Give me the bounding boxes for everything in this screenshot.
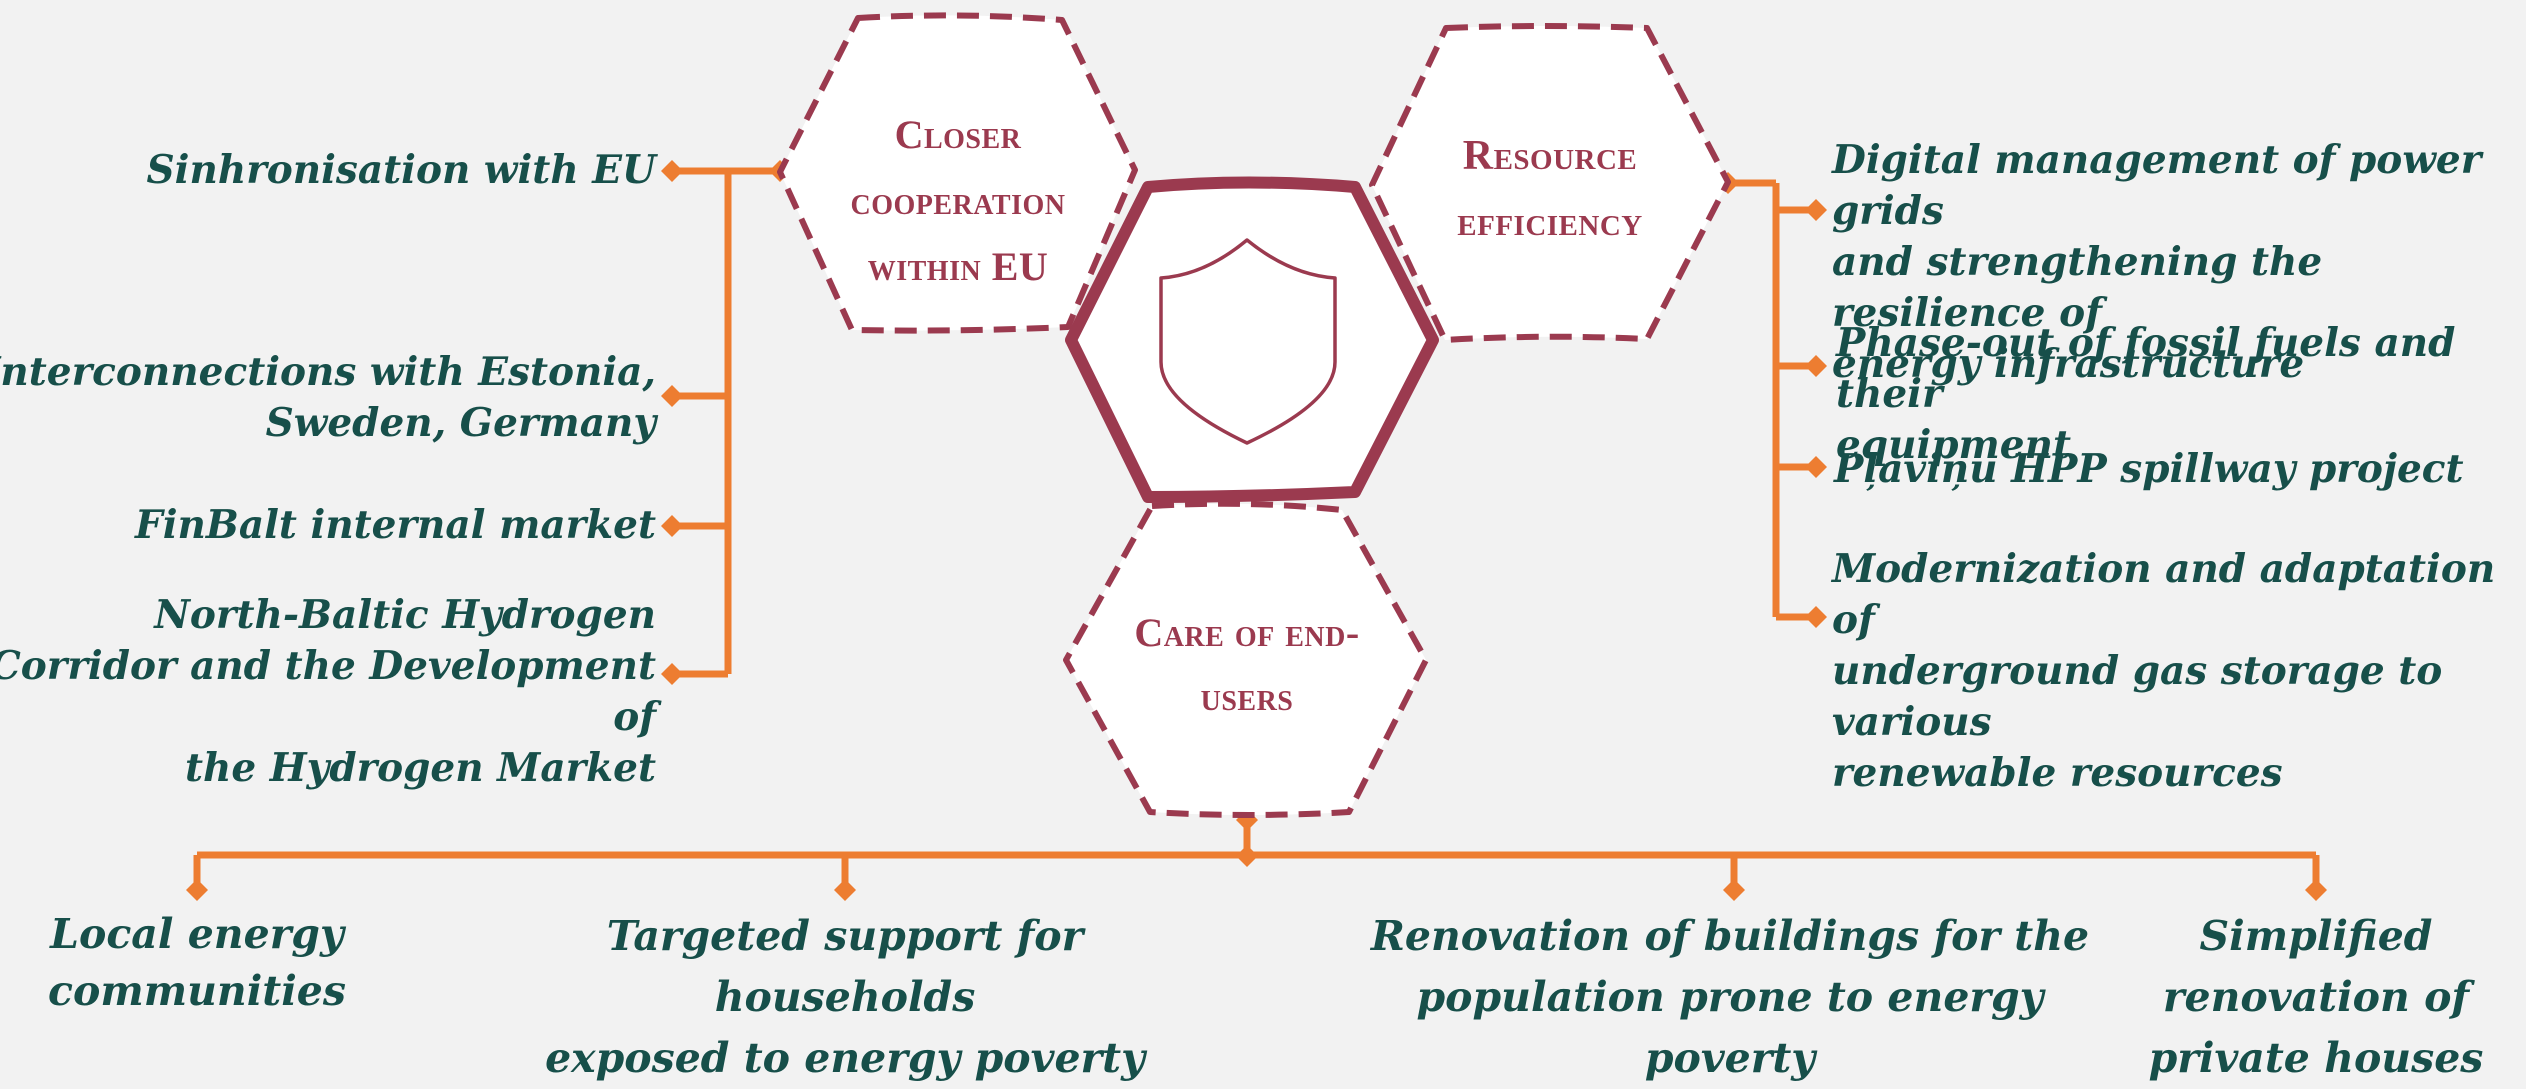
- right-connector-markers: [1717, 172, 1827, 628]
- right-marker-2: [1805, 355, 1827, 377]
- hexagon-resource-efficiency: [1369, 23, 1731, 343]
- right-marker-3: [1805, 456, 1827, 478]
- bottom-item-simplified-renovation: Simplified renovation of private houses: [2148, 912, 2484, 1082]
- hexagon-label-care-of-end-users: Care of end- users: [1134, 610, 1360, 719]
- bottom-item-renovation-buildings: Renovation of buildings for the populati…: [1370, 912, 2090, 1082]
- left-item-interconnections: Interconnections with Estonia, Sweden, G…: [0, 349, 656, 446]
- hexagon-care-of-end-users: [1063, 500, 1429, 818]
- shield-icon: [1159, 238, 1337, 445]
- bottom-connector: [193, 815, 2320, 888]
- left-marker-2: [661, 385, 683, 407]
- bottom-marker-junction: [1236, 845, 1258, 867]
- right-item-digital-management: Digital management of power grids and st…: [1832, 137, 2482, 387]
- bottom-marker-2: [834, 879, 856, 901]
- right-marker-4: [1805, 606, 1827, 628]
- hexagon-label-resource-efficiency: Resource efficiency: [1457, 133, 1643, 245]
- bottom-connector-markers: [186, 809, 2327, 901]
- bottom-marker-1: [186, 879, 208, 901]
- hexagon-label-closer-cooperation: Closer cooperation within EU: [850, 112, 1066, 289]
- left-item-finbalt: FinBalt internal market: [135, 502, 656, 548]
- bottom-item-local-energy: Local energy communities: [48, 910, 346, 1015]
- left-item-hydrogen: North-Baltic Hydrogen Corridor and the D…: [0, 592, 656, 791]
- left-marker-4: [661, 663, 683, 685]
- right-item-plavinu: Pļaviņu HPP spillway project: [1834, 446, 2464, 492]
- right-connector: [1728, 179, 1816, 621]
- right-item-phase-out: Phase-out of fossil fuels and their equi…: [1836, 320, 2456, 468]
- hexagon-closer-cooperation: [777, 12, 1138, 334]
- left-marker-1: [661, 160, 683, 182]
- right-marker-1: [1805, 199, 1827, 221]
- hexagon-center: [1065, 176, 1439, 503]
- left-marker-3: [661, 515, 683, 537]
- bottom-item-targeted-support: Targeted support for households exposed …: [545, 912, 1145, 1082]
- right-item-gas-storage: Modernization and adaptation of undergro…: [1832, 546, 2496, 796]
- left-connector: [672, 167, 780, 678]
- bottom-marker-4: [2305, 879, 2327, 901]
- left-connector-markers: [661, 160, 791, 685]
- left-item-synchronisation: Sinhronisation with EU: [146, 147, 657, 193]
- bottom-marker-3: [1723, 879, 1745, 901]
